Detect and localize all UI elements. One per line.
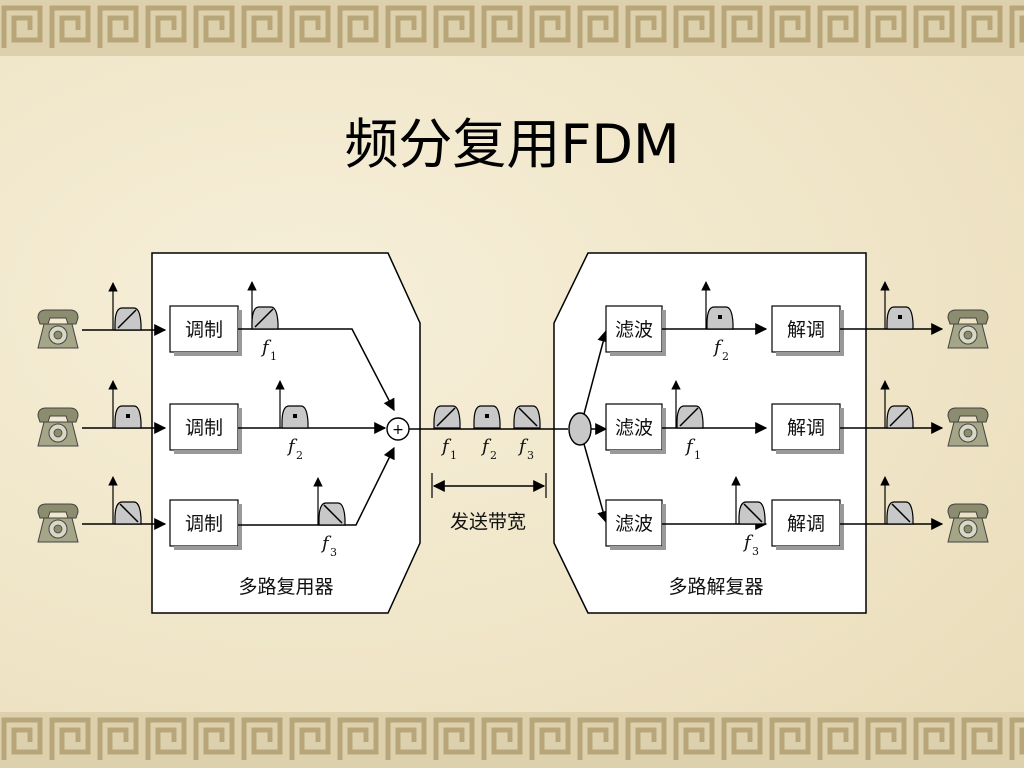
top-decorative-border	[0, 0, 1024, 56]
svg-text:解调: 解调	[787, 513, 825, 535]
svg-text:2: 2	[296, 449, 303, 462]
svg-text:滤波: 滤波	[615, 417, 653, 439]
svg-text:2: 2	[490, 449, 497, 462]
channel-spectrum-f2: f 2	[473, 405, 501, 462]
bandwidth-indicator: 发送带宽	[431, 473, 547, 533]
filter-box: 滤波	[605, 305, 666, 356]
adder-circle: +	[386, 417, 410, 441]
svg-text:滤波: 滤波	[615, 319, 653, 341]
svg-text:滤波: 滤波	[615, 513, 653, 535]
input-spectrum-2	[108, 380, 142, 429]
phone-icon	[947, 503, 989, 543]
splitter-node	[568, 412, 592, 446]
channel-spectrum-f3: f 3	[513, 405, 541, 462]
svg-text:解调: 解调	[787, 417, 825, 439]
svg-text:3: 3	[330, 546, 337, 559]
svg-text:3: 3	[752, 545, 759, 558]
filter-box: 滤波	[605, 499, 666, 550]
modulator-box: 调制	[169, 403, 242, 454]
demodulator-box: 解调	[771, 499, 844, 550]
phone-icon	[37, 407, 79, 447]
svg-text:1: 1	[270, 350, 277, 363]
svg-text:调制: 调制	[185, 319, 223, 341]
input-spectrum-1	[108, 282, 142, 331]
slide-title: 频分复用FDM	[344, 113, 680, 176]
svg-text:3: 3	[527, 449, 534, 462]
svg-text:调制: 调制	[185, 513, 223, 535]
multiplexer-label: 多路复用器	[238, 576, 333, 598]
modulator-box: 调制	[169, 499, 242, 550]
phone-icon	[947, 309, 989, 349]
svg-text:解调: 解调	[787, 319, 825, 341]
channel-spectrum-f1: f 1	[433, 405, 461, 462]
svg-text:1: 1	[450, 449, 457, 462]
filter-box: 滤波	[605, 403, 666, 454]
modulator-box: 调制	[169, 305, 242, 356]
bottom-decorative-border	[0, 712, 1024, 768]
svg-text:调制: 调制	[185, 417, 223, 439]
svg-text:2: 2	[722, 350, 729, 363]
output-spectrum-2	[880, 380, 914, 429]
svg-text:1: 1	[694, 449, 701, 462]
output-spectrum-3	[880, 476, 914, 525]
bandwidth-label: 发送带宽	[450, 511, 526, 533]
svg-text:+: +	[392, 422, 404, 438]
output-spectrum-1	[880, 281, 914, 330]
phone-icon	[947, 407, 989, 447]
phone-icon	[37, 309, 79, 349]
demodulator-box: 解调	[771, 305, 844, 356]
phone-icon	[37, 503, 79, 543]
input-spectrum-3	[108, 476, 142, 525]
demodulator-box: 解调	[771, 403, 844, 454]
demultiplexer-label: 多路解复器	[668, 576, 763, 598]
